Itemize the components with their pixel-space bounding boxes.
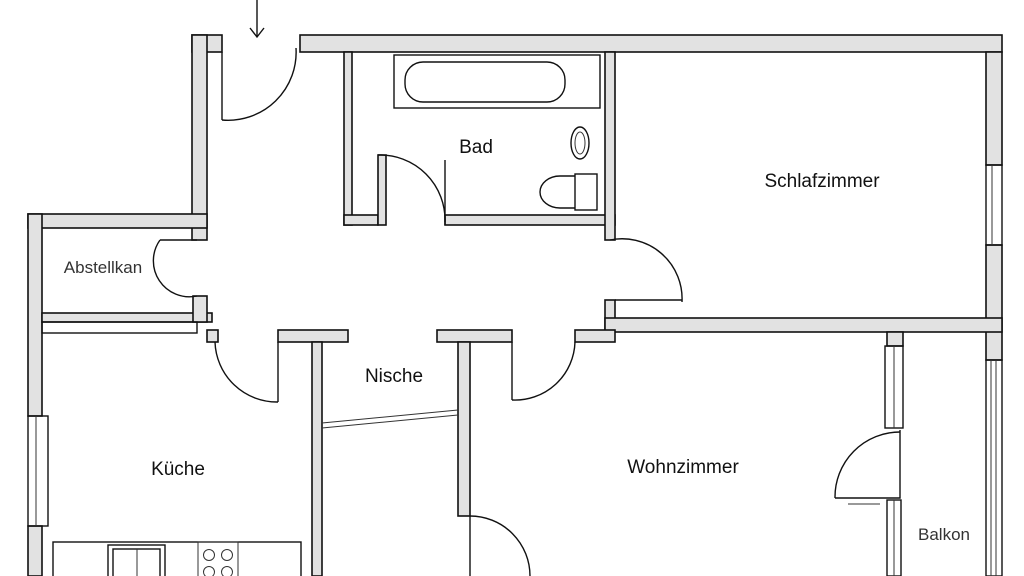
room-label-abstellkammer: Abstellkan [63, 258, 143, 277]
room-label-schlafzimmer: Schlafzimmer [764, 171, 880, 192]
room-label-nische: Nische [364, 366, 424, 387]
walls [27, 34, 1003, 576]
room-label-kueche: Küche [151, 459, 205, 480]
room-label-wohnzimmer: Wohnzimmer [627, 457, 739, 478]
doors [152, 47, 901, 576]
entrance-arrow-icon [249, 0, 265, 39]
toilet [539, 173, 598, 211]
sink [570, 126, 590, 160]
windows [27, 164, 1003, 576]
kitchen-counter [52, 541, 302, 576]
room-label-bad: Bad [459, 137, 493, 158]
room-label-balkon: Balkon [918, 525, 970, 544]
bathtub [393, 54, 601, 109]
